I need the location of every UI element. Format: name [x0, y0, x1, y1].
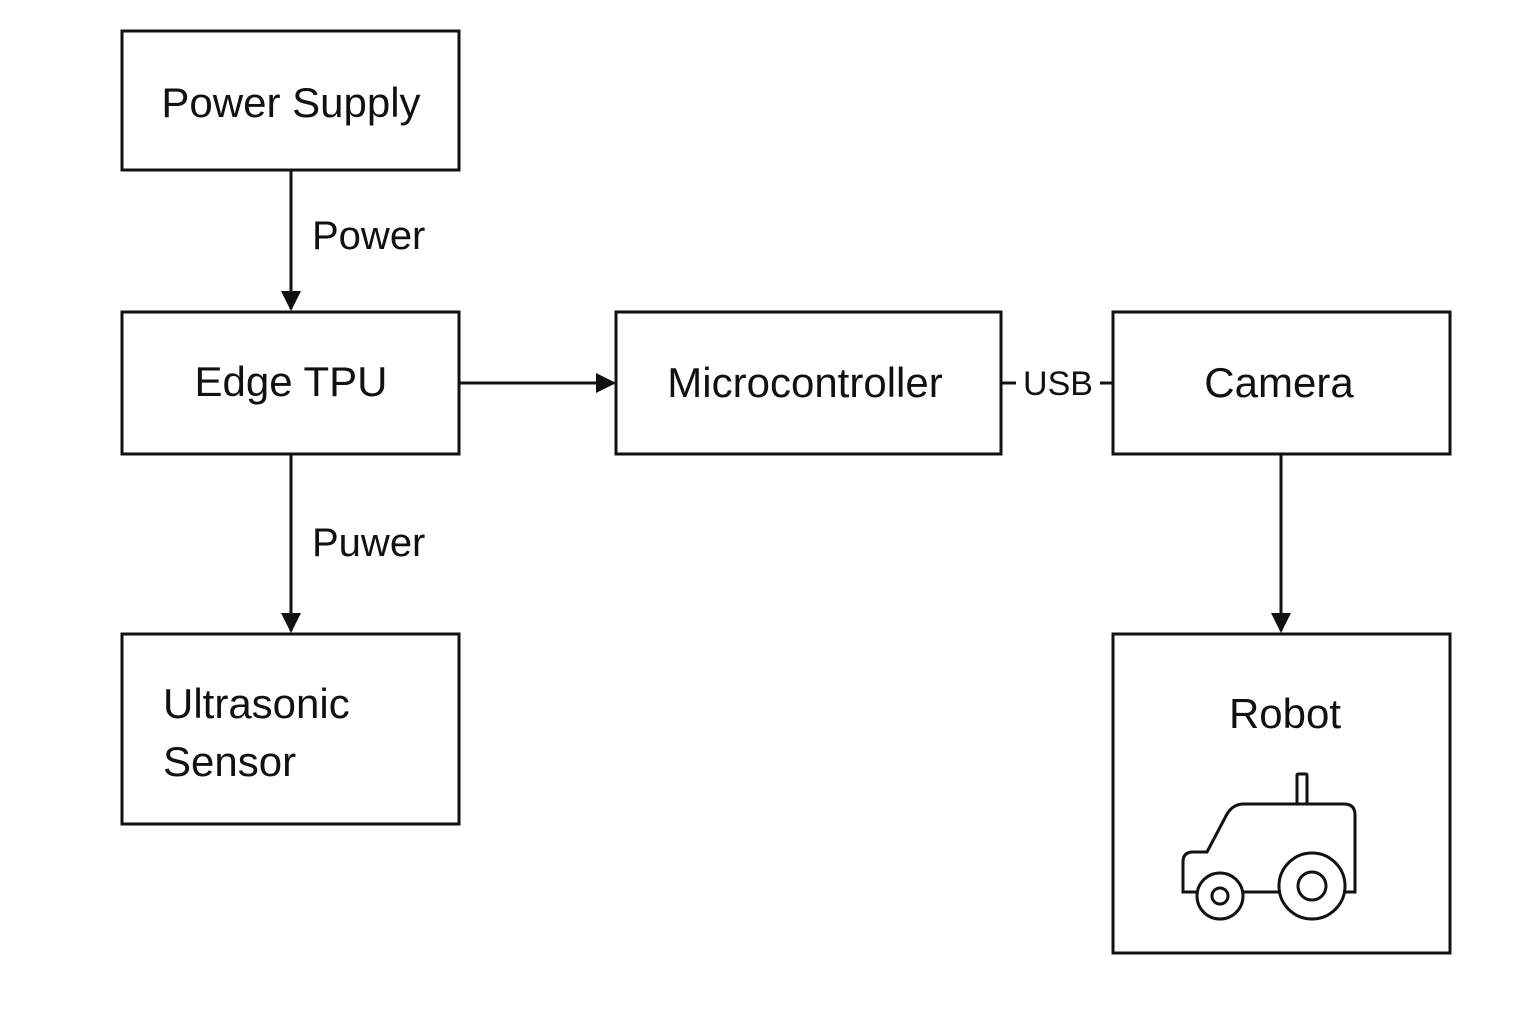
node-camera: Camera: [1111, 310, 1452, 456]
node-label-line-2: Sensor: [163, 738, 296, 785]
node-power-supply: Power Supply: [120, 29, 461, 172]
node-label: Power Supply: [161, 79, 420, 126]
node-label: Robot: [1229, 690, 1341, 737]
edge-label-usb: USB: [1023, 365, 1093, 403]
edge-power-supply-to-edge-tpu: Power: [281, 170, 425, 311]
node-microcontroller: Microcontroller: [614, 310, 1003, 456]
node-label-line-1: Ultrasonic: [163, 680, 350, 727]
node-label: Camera: [1204, 359, 1354, 406]
node-label: Edge TPU: [195, 358, 388, 405]
edge-label-puwer: Puwer: [312, 521, 425, 565]
robot-vehicle-icon: [1181, 772, 1357, 921]
node-edge-tpu: Edge TPU: [120, 310, 461, 456]
edge-label-power: Power: [312, 214, 425, 258]
node-ultrasonic-sensor: Ultrasonic Sensor: [120, 632, 461, 826]
edge-edge-tpu-to-ultrasonic-sensor: Puwer: [281, 454, 425, 633]
node-robot: Robot: [1111, 632, 1452, 955]
node-label: Microcontroller: [667, 359, 942, 406]
edge-microcontroller-to-camera: USB: [1002, 365, 1114, 403]
